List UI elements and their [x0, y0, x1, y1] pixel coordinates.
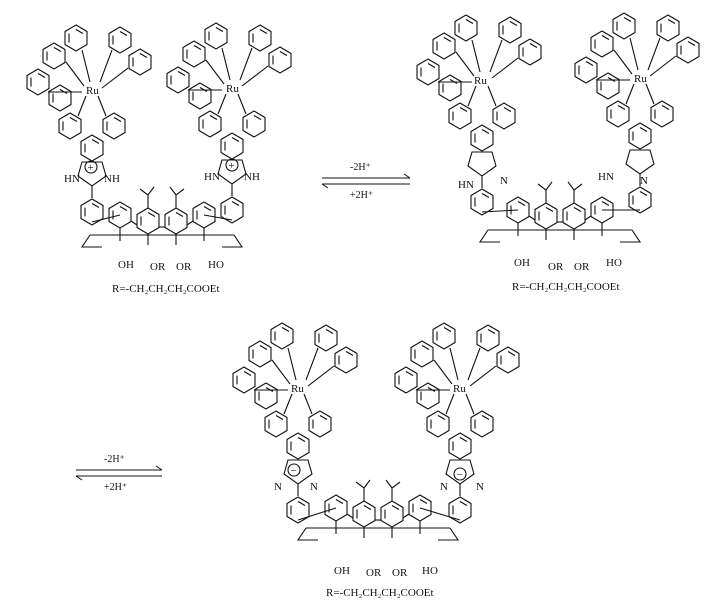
arrow-2-top-label: -2H⁺ — [104, 454, 125, 465]
negative-charge-right — [453, 467, 467, 481]
ru-atom-left-3: Ru — [291, 383, 304, 395]
plus-sign-right: + — [229, 160, 235, 172]
negative-charge-left — [287, 463, 301, 477]
r-group-caption-1: R=-CH₂CH₂CH₂COOEt — [112, 283, 220, 295]
arrow-1-bottom-label: +2H⁺ — [350, 190, 373, 201]
hn-left-2: HN — [458, 179, 474, 191]
minus-sign-right: − — [457, 469, 463, 481]
or-left: OR — [150, 261, 166, 273]
or-right: OR — [176, 261, 192, 273]
or-right-3: OR — [392, 567, 408, 579]
hn-right-2: HN — [598, 171, 614, 183]
ru-atom-right-2: Ru — [634, 73, 647, 85]
oh-left-3: OH — [334, 565, 350, 577]
ru-atom-left-2: Ru — [474, 75, 487, 87]
positive-charge-right — [225, 158, 239, 172]
nh-right: NH — [244, 171, 260, 183]
oh-left-2: OH — [514, 257, 530, 269]
ru-atom-right: Ru — [226, 83, 239, 95]
arrow-2-bottom-label: +2H⁺ — [104, 482, 127, 493]
r-group-caption-2: R=-CH₂CH₂CH₂COOEt — [512, 281, 620, 293]
hn-left: HN — [64, 173, 80, 185]
positive-charge-left — [84, 160, 98, 174]
n-right-3b: N — [476, 481, 484, 493]
n-right-3a: N — [440, 481, 448, 493]
minus-sign-left: − — [291, 465, 297, 477]
equilibrium-arrow-1: -2H⁺ +2H⁺ — [321, 162, 411, 201]
n-left-3b: N — [310, 481, 318, 493]
oh-left: OH — [118, 259, 134, 271]
ho-right-2: HO — [606, 257, 622, 269]
ru-atom-right-3: Ru — [453, 383, 466, 395]
structure-dianionic: Ru Ru − − N N N N OH OR OR HO R=-CH₂CH₂C… — [233, 323, 519, 599]
plus-sign-left: + — [88, 162, 94, 174]
ru-atom-left: Ru — [86, 85, 99, 97]
ho-right: HO — [208, 259, 224, 271]
structure-dicationic: Ru Ru + + HN NH HN NH OH OR OR HO R=-CH₂… — [27, 23, 291, 295]
equilibrium-arrow-2: -2H⁺ +2H⁺ — [75, 454, 163, 493]
hn-right: HN — [204, 171, 220, 183]
ho-right-3: HO — [422, 565, 438, 577]
n-left-3a: N — [274, 481, 282, 493]
nh-left: NH — [104, 173, 120, 185]
r-group-caption-3: R=-CH₂CH₂CH₂COOEt — [326, 587, 434, 599]
or-left-2: OR — [548, 261, 564, 273]
n-right-2: N — [640, 175, 648, 187]
n-left-2: N — [500, 175, 508, 187]
or-right-2: OR — [574, 261, 590, 273]
structure-neutral: Ru Ru HN N HN N OH OR OR HO R=-CH₂CH₂CH₂… — [417, 13, 699, 293]
or-left-3: OR — [366, 567, 382, 579]
arrow-1-top-label: -2H⁺ — [350, 162, 371, 173]
